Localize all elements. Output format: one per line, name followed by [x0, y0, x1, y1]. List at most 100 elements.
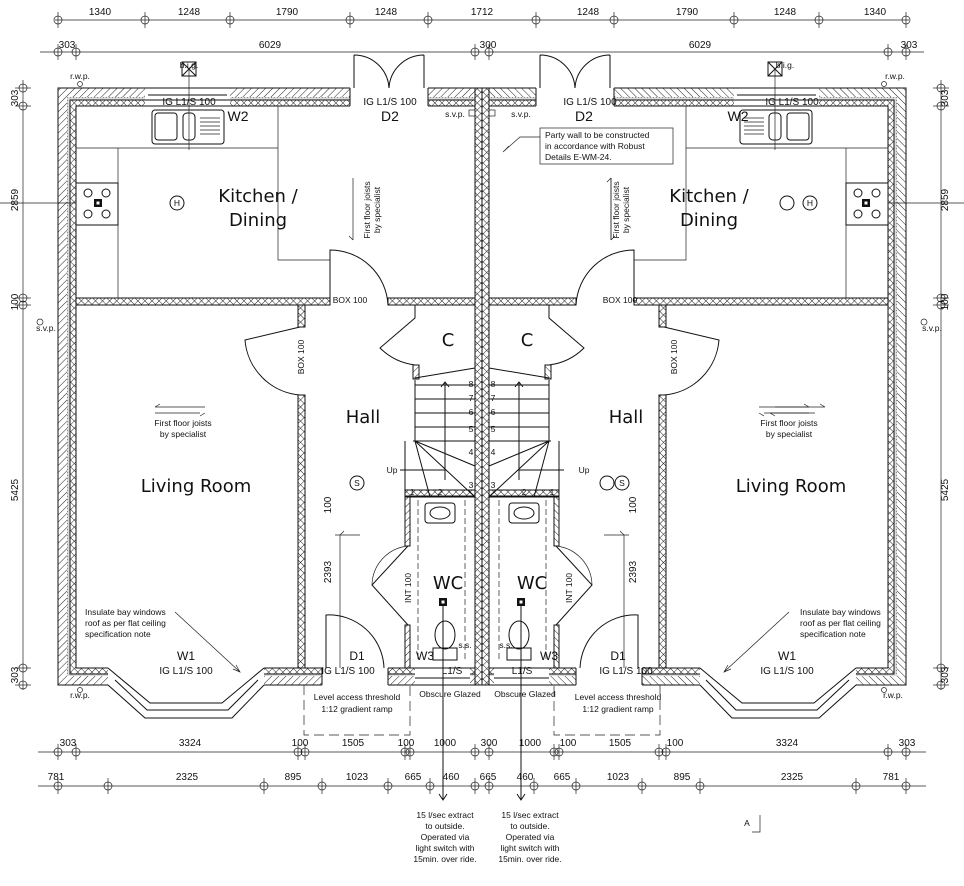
dim-label: 303	[59, 40, 76, 51]
dim-label: 1340	[89, 7, 112, 18]
stair-step: 7	[491, 393, 496, 403]
dim-label: 1505	[342, 738, 365, 749]
rwp-label: r.w.p.	[883, 690, 903, 700]
dim-label: 100	[292, 738, 309, 749]
left-dwelling	[0, 54, 483, 801]
box-label: BOX 100	[333, 295, 368, 305]
north-marker: A	[744, 818, 750, 828]
dim-label: 1023	[607, 772, 630, 783]
extract-note: light switch with	[500, 843, 559, 853]
dim-label: 303	[940, 666, 951, 683]
big-label: b.i.g.	[776, 60, 794, 70]
dim-label: 100	[667, 738, 684, 749]
room-living: Living Room	[141, 476, 252, 497]
dim-label: 6029	[689, 40, 712, 51]
dim-label: 1790	[676, 7, 699, 18]
bay-note: roof as per flat ceiling	[85, 618, 166, 628]
dim-label: 460	[443, 772, 460, 783]
joists-note: by specialist	[160, 429, 207, 439]
window-spec: L1/S	[442, 666, 463, 677]
joists-note: First floor joists	[760, 418, 817, 428]
rwp-label: r.w.p.	[70, 690, 90, 700]
dim-label: 665	[554, 772, 571, 783]
door-d2-label: D2	[381, 108, 399, 124]
stair-step: 7	[469, 393, 474, 403]
room-cupboard: C	[442, 330, 455, 351]
ss-label: s.s.	[499, 640, 512, 650]
window-w2-label: W2	[228, 108, 249, 124]
opening-labels: IG L1/S 100 IG L1/S 100 IG L1/S 100 IG L…	[159, 97, 819, 677]
dim-label: 300	[481, 738, 498, 749]
bay-note: roof as per flat ceiling	[800, 618, 881, 628]
dim-label: 3324	[179, 738, 202, 749]
box-label: BOX 100	[669, 339, 679, 374]
dim-label: 2859	[940, 188, 951, 211]
dim-label: 100	[940, 293, 951, 310]
stair-step: 6	[469, 407, 474, 417]
dim-label: 303	[10, 89, 21, 106]
svp-label: s.v.p.	[36, 323, 56, 333]
dim-label: 1248	[577, 7, 600, 18]
dim-label: 1790	[276, 7, 299, 18]
extract-note: Operated via	[421, 832, 470, 842]
room-kitchen-dining: Kitchen /	[218, 186, 298, 207]
window-spec: IG L1/S 100	[159, 666, 213, 677]
symbols: H H S S Up Up A	[174, 195, 818, 833]
dim-label: 895	[674, 772, 691, 783]
dim-label: 303	[940, 89, 951, 106]
top-dimensions: 1340 1248 1790 1248 1712 1248 1790 1248 …	[59, 7, 918, 51]
stair-step: 8	[491, 379, 496, 389]
stair-step: 2	[438, 487, 443, 497]
extract-note: 15min. over ride.	[498, 854, 561, 864]
window-spec: IG L1/S 100	[765, 97, 819, 108]
bay-note: specification note	[800, 629, 866, 639]
window-spec: IG L1/S 100	[760, 666, 814, 677]
obscure-glazed-label: Obscure Glazed	[494, 689, 556, 699]
window-spec: IG L1/S 100	[162, 97, 216, 108]
dim-label: 1000	[434, 738, 457, 749]
stair-up-label: Up	[387, 465, 398, 475]
joists-note: by specialist	[766, 429, 813, 439]
threshold-note: 1:12 gradient ramp	[582, 704, 654, 714]
notes: Party wall to be constructed in accordan…	[85, 127, 881, 864]
dim-label: 100	[398, 738, 415, 749]
dim-label: 303	[901, 40, 918, 51]
dim-label: 300	[480, 40, 497, 51]
room-living: Living Room	[736, 476, 847, 497]
threshold-note: Level access threshold	[575, 692, 662, 702]
extract-note: 15 l/sec extract	[416, 810, 474, 820]
extract-note: Operated via	[506, 832, 555, 842]
svp-label: s.v.p.	[922, 323, 942, 333]
joists-note: First floor joists	[362, 181, 372, 238]
heater-icon: H	[174, 198, 180, 208]
dim-label: 3324	[776, 738, 799, 749]
bay-note: specification note	[85, 629, 151, 639]
dim-label: 1340	[864, 7, 887, 18]
extract-note: to outside.	[510, 821, 549, 831]
int-wall-label: INT 100	[403, 573, 413, 603]
party-wall-note: Party wall to be constructed	[545, 130, 650, 140]
dim-label: 100	[10, 293, 21, 310]
dim-label: 1248	[375, 7, 398, 18]
dim-label: 100	[628, 496, 639, 513]
dim-label: 895	[285, 772, 302, 783]
room-hall: Hall	[346, 407, 381, 428]
dim-label: 2325	[176, 772, 199, 783]
party-wall-note: Details E-WM-24.	[545, 152, 612, 162]
bottom-dimensions: 303 3324 100 1505 100 1000 300 1000 100 …	[48, 738, 916, 783]
dim-label: 2393	[323, 560, 334, 583]
dim-label: 781	[48, 772, 65, 783]
heater-icon: H	[807, 198, 813, 208]
room-labels: Kitchen / Dining Kitchen / Dining Living…	[141, 186, 847, 594]
dim-label: 100	[560, 738, 577, 749]
door-d2-label: D2	[575, 108, 593, 124]
dim-label: 1248	[178, 7, 201, 18]
window-w3-label: W3	[416, 649, 434, 663]
box-label: BOX 100	[296, 339, 306, 374]
dim-label: 303	[60, 738, 77, 749]
room-kitchen-dining: Kitchen /	[669, 186, 749, 207]
stair-step: 4	[469, 447, 474, 457]
room-kitchen-dining: Dining	[229, 210, 287, 231]
room-cupboard: C	[521, 330, 534, 351]
